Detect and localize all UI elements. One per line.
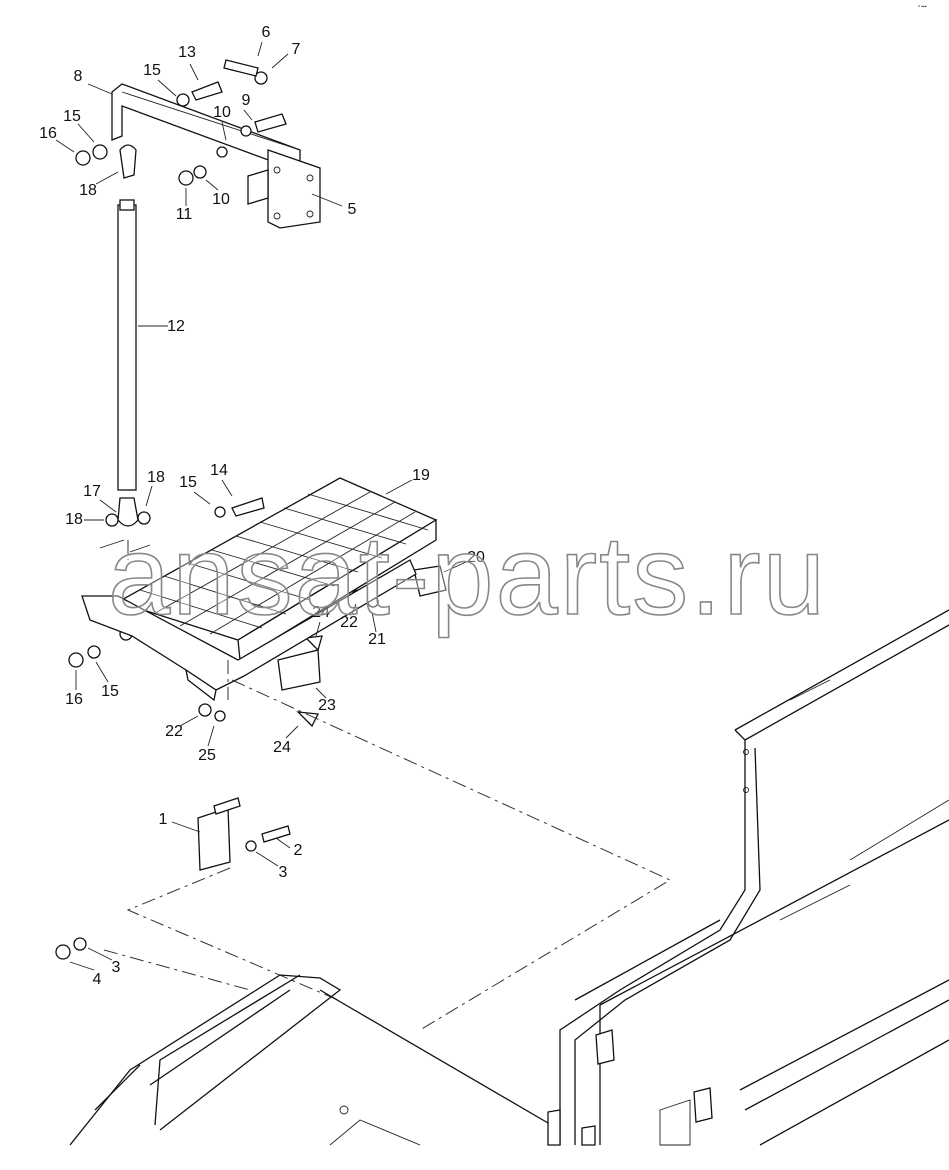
watermark: ansat-parts.ru — [108, 513, 827, 638]
leader-lines — [55, 41, 467, 971]
callout-23: 23 — [318, 697, 336, 714]
callout-22: 22 — [165, 723, 183, 740]
callout-9: 9 — [242, 92, 251, 109]
callout-11: 11 — [176, 206, 193, 223]
callout-14: 14 — [210, 462, 228, 479]
chassis — [547, 609, 949, 1146]
callout-12: 12 — [167, 318, 185, 335]
callout-8: 8 — [74, 68, 83, 85]
callout-21: 21 — [368, 631, 386, 648]
fasteners — [55, 59, 447, 960]
callout-15: 15 — [143, 62, 161, 79]
callout-24: 24 — [273, 739, 291, 756]
handle-frame — [111, 83, 321, 229]
callout-16: 16 — [65, 691, 83, 708]
callout-3: 3 — [112, 959, 121, 976]
callout-15: 15 — [179, 474, 197, 491]
callout-15: 15 — [101, 683, 119, 700]
callout-20: 20 — [467, 549, 485, 566]
callout-2: 2 — [294, 842, 303, 859]
callout-18: 18 — [65, 511, 83, 528]
callout-5: 5 — [348, 201, 357, 218]
callout-25: 25 — [198, 747, 216, 764]
step-grating — [81, 477, 438, 702]
callout-17: 17 — [83, 483, 101, 500]
callout-18: 18 — [147, 469, 165, 486]
assembly-lines — [99, 539, 672, 1031]
lower-frame — [69, 974, 561, 1146]
support-rod — [117, 144, 139, 527]
callout-19: 19 — [412, 467, 430, 484]
callout-4: 4 — [93, 971, 102, 988]
corner-mark: ᵃ ▪▪▪ — [918, 4, 927, 10]
callout-labels: 6 7 13 15 8 9 15 10 16 18 11 10 5 12 14 … — [39, 24, 485, 988]
callout-6: 6 — [262, 24, 271, 41]
callout-16: 16 — [39, 125, 57, 142]
callout-3: 3 — [279, 864, 288, 881]
callout-22: 22 — [340, 614, 358, 631]
callout-10: 10 — [212, 191, 230, 208]
callout-15: 15 — [63, 108, 81, 125]
callout-24: 24 — [312, 604, 330, 621]
callout-7: 7 — [292, 41, 301, 58]
callout-10: 10 — [213, 104, 231, 121]
callout-13: 13 — [178, 44, 196, 61]
callout-18: 18 — [79, 182, 97, 199]
callout-1: 1 — [159, 811, 168, 828]
